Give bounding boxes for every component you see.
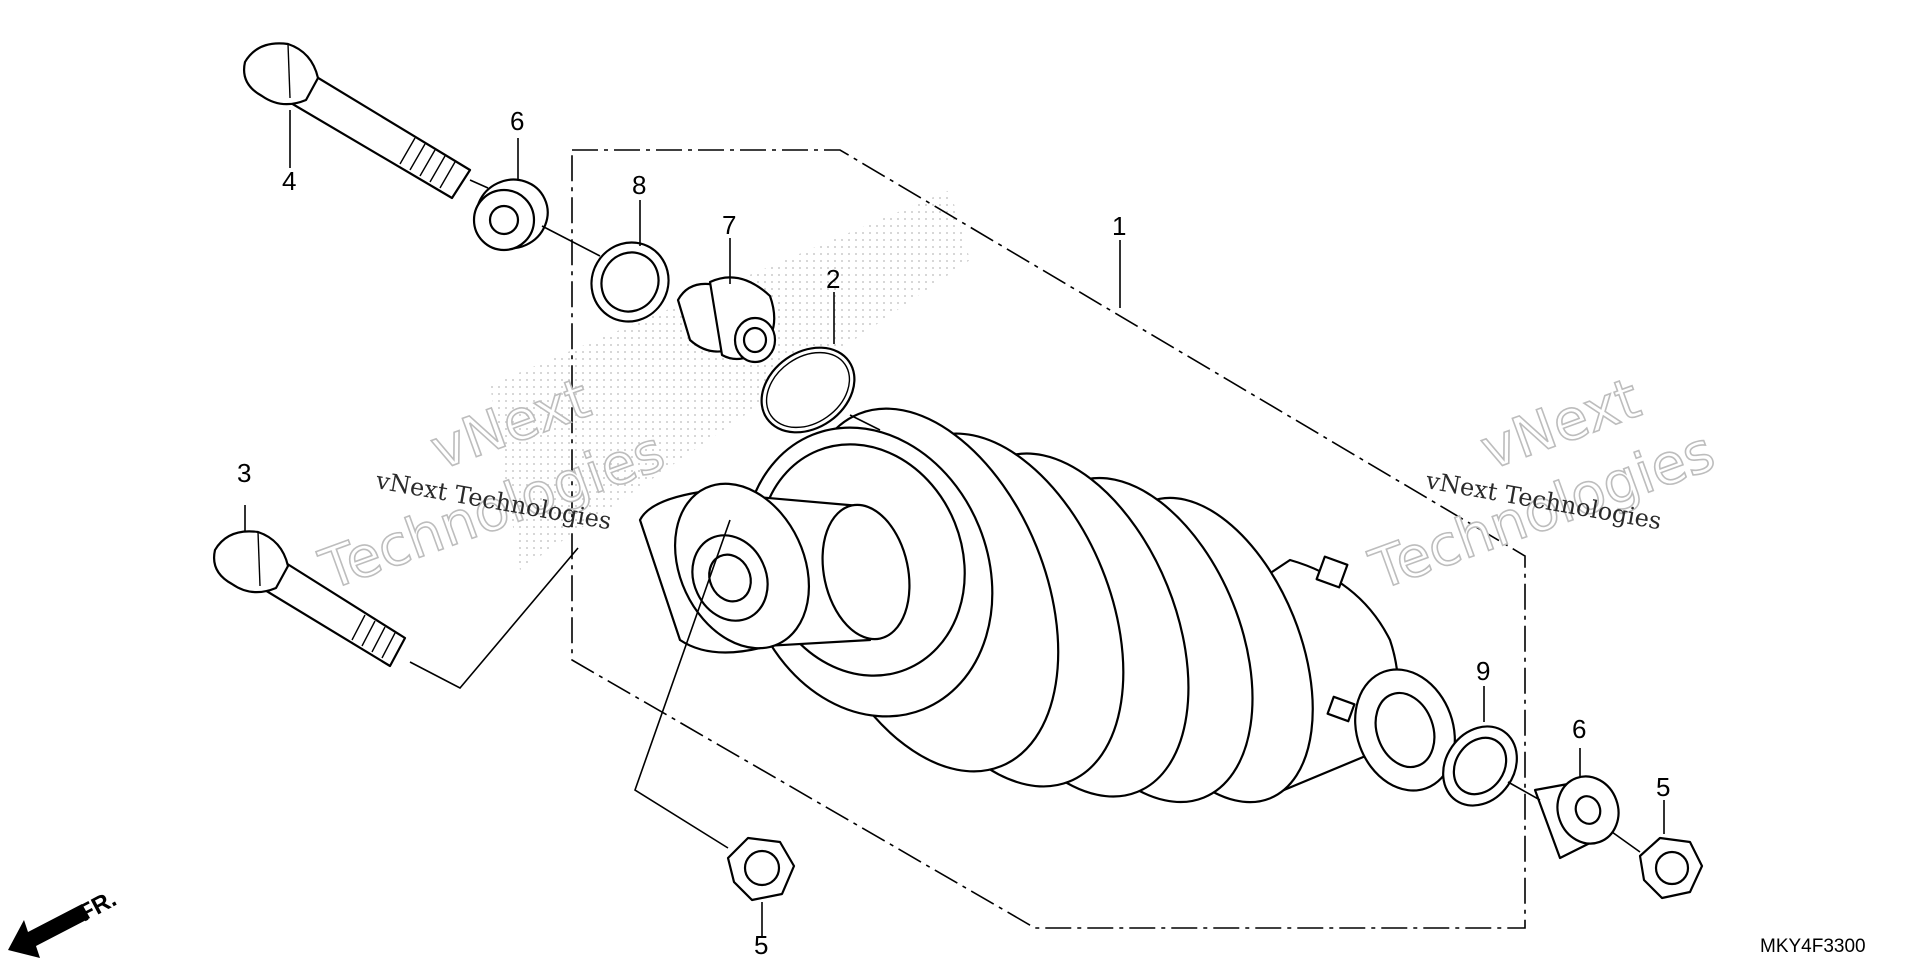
- bolt-upper: [243, 42, 472, 200]
- callouts: 1 2 3 4 5 5 6 6 7 8 9: [237, 106, 1670, 960]
- callout-8: 8: [632, 170, 646, 200]
- collar-upper: [472, 178, 549, 252]
- leader-lines: [244, 110, 1665, 938]
- callout-5-center: 5: [754, 930, 768, 960]
- callout-1: 1: [1112, 211, 1126, 241]
- bolt-lower: [213, 530, 407, 668]
- assembly-boundary: [571, 149, 1526, 929]
- nut-right: [1638, 836, 1704, 900]
- diagram-code: MKY4F3300: [1760, 936, 1866, 957]
- seal-upper: [590, 241, 670, 323]
- callout-3: 3: [237, 458, 251, 488]
- bushing: [676, 276, 777, 364]
- shock-absorber: [638, 407, 1456, 804]
- circlip: [760, 346, 856, 434]
- callout-4: 4: [282, 166, 296, 196]
- collar-lower: [1533, 775, 1620, 860]
- callout-7: 7: [722, 210, 736, 240]
- shading-band: [490, 190, 970, 570]
- callout-5-right: 5: [1656, 772, 1670, 802]
- callout-6-lower: 6: [1572, 714, 1586, 744]
- front-arrow-icon: [8, 904, 90, 958]
- front-indicator: FR.: [8, 885, 121, 958]
- callout-6-upper: 6: [510, 106, 524, 136]
- seal-lower: [1442, 725, 1518, 807]
- callout-9: 9: [1476, 656, 1490, 686]
- nut-center: [726, 836, 796, 902]
- callout-2: 2: [826, 264, 840, 294]
